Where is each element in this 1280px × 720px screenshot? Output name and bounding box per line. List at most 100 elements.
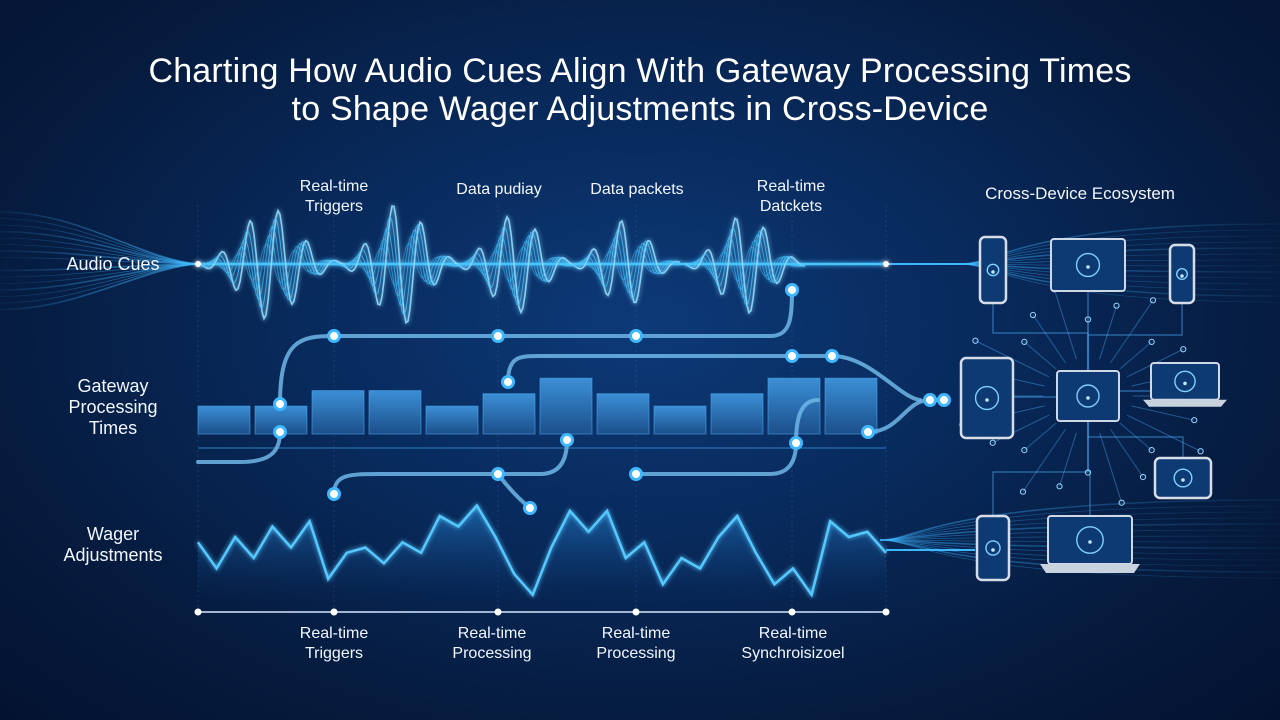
connection-node [273,397,287,411]
network-node [1191,417,1198,424]
audio-burst [454,225,576,306]
audio-burst [339,227,461,306]
network-spoke [1022,428,1066,492]
network-spoke [1059,432,1077,487]
network-node [1056,483,1063,490]
network-node [1084,469,1092,476]
connection-node [560,433,574,447]
network-spoke [1119,341,1152,370]
audio-burst [454,246,576,283]
audio-burst [569,236,681,294]
audio-burst [685,239,806,291]
connection-node [937,393,951,407]
gateway-bar [311,390,365,435]
audio-burst [339,243,461,287]
connection-node [491,467,505,481]
page-title-line-2: to Shape Wager Adjustments in Cross-Devi… [291,90,989,128]
connection-node [825,349,839,363]
network-node [1029,311,1037,319]
connector-top-loop [278,288,794,406]
left-fiber-line [0,263,199,311]
ecosystem-title: Cross-Device Ecosystem [985,184,1175,203]
network-node [1084,316,1092,323]
network-node [1180,346,1187,353]
network-node [1148,446,1155,454]
audio-burst [684,246,806,282]
left-fiber-line [0,263,199,297]
network-spoke [1110,428,1144,478]
audio-burst [199,208,341,321]
network-spoke [1126,414,1201,452]
audio-burst [454,214,576,315]
bottom-label-1-line-1: Real-time [299,625,369,642]
row-label-wager-1: Wager [86,524,140,544]
gateway-bar [767,377,821,435]
bottom-label-4-line-1: Real-time [758,625,828,642]
connection-node [629,329,643,343]
network-node [1021,338,1028,346]
right-fiber-line [879,539,1280,549]
right-fiber-lines [879,223,1280,579]
audio-burst [684,234,806,299]
laptop-icon [1040,515,1140,573]
audio-burst [569,244,681,288]
network-node [1019,488,1027,495]
gateway-bar [425,405,479,435]
audio-burst [339,234,461,298]
connection-node [273,425,287,439]
connection-node [327,329,341,343]
wager-line [196,503,887,598]
network-link [1087,274,1183,396]
audio-cues-waveform [195,205,889,325]
left-fiber-line [0,218,199,265]
network-node [989,439,996,446]
left-fiber-line [0,263,199,291]
network-node [1113,302,1120,309]
bottom-label-3-line-2: Processing [596,645,676,662]
monitor-icon [1056,370,1120,422]
bottom-label-1-line-2: Triggers [304,645,364,662]
top-label-4-line-2: Datckets [759,198,823,215]
tablet-icon [959,356,1015,440]
gateway-bar [710,393,764,435]
row-label-audio-cues: Audio Cues [66,254,160,274]
gateway-bar [539,377,593,435]
ecosystem-devices [959,235,1227,582]
network-spoke [1024,341,1057,370]
audio-endpoint [883,261,889,267]
gateway-bar [653,405,707,435]
connection-node [523,501,537,515]
phone-icon [975,514,1011,582]
wager-adjustments-line [196,503,887,600]
right-fiber-line [879,539,1280,555]
left-fiber-line [0,257,199,265]
top-label-4-line-1: Real-time [756,178,826,195]
tablet-icon [1153,456,1213,500]
gateway-bar [824,377,878,435]
bottom-timeline [194,608,890,616]
connection-node [785,349,799,363]
phone-icon [1168,243,1196,305]
audio-endpoint [195,261,201,267]
monitor-icon [1050,238,1126,292]
connection-node [491,329,505,343]
top-label-1-line-2: Triggers [304,198,364,215]
right-fiber-line [879,539,1280,579]
left-fiber-line [0,263,199,278]
connection-node [785,283,799,297]
left-fiber-line [0,211,199,265]
phone-icon [978,235,1008,305]
audio-burst [569,228,681,300]
gateway-bar [197,405,251,435]
audio-burst [199,225,341,300]
row-label-wager-2: Adjustments [63,545,163,565]
row-label-gateway-3: Times [88,418,138,438]
network-spoke [1024,422,1057,451]
network-node [1139,473,1147,481]
bottom-label-4-line-2: Synchroisizoel [741,645,845,662]
bottom-label-2-line-2: Processing [452,645,532,662]
connection-node [789,436,803,450]
audio-burst [454,240,576,291]
top-label-1-line-1: Real-time [299,178,369,195]
top-label-3: Data packets [590,181,684,198]
